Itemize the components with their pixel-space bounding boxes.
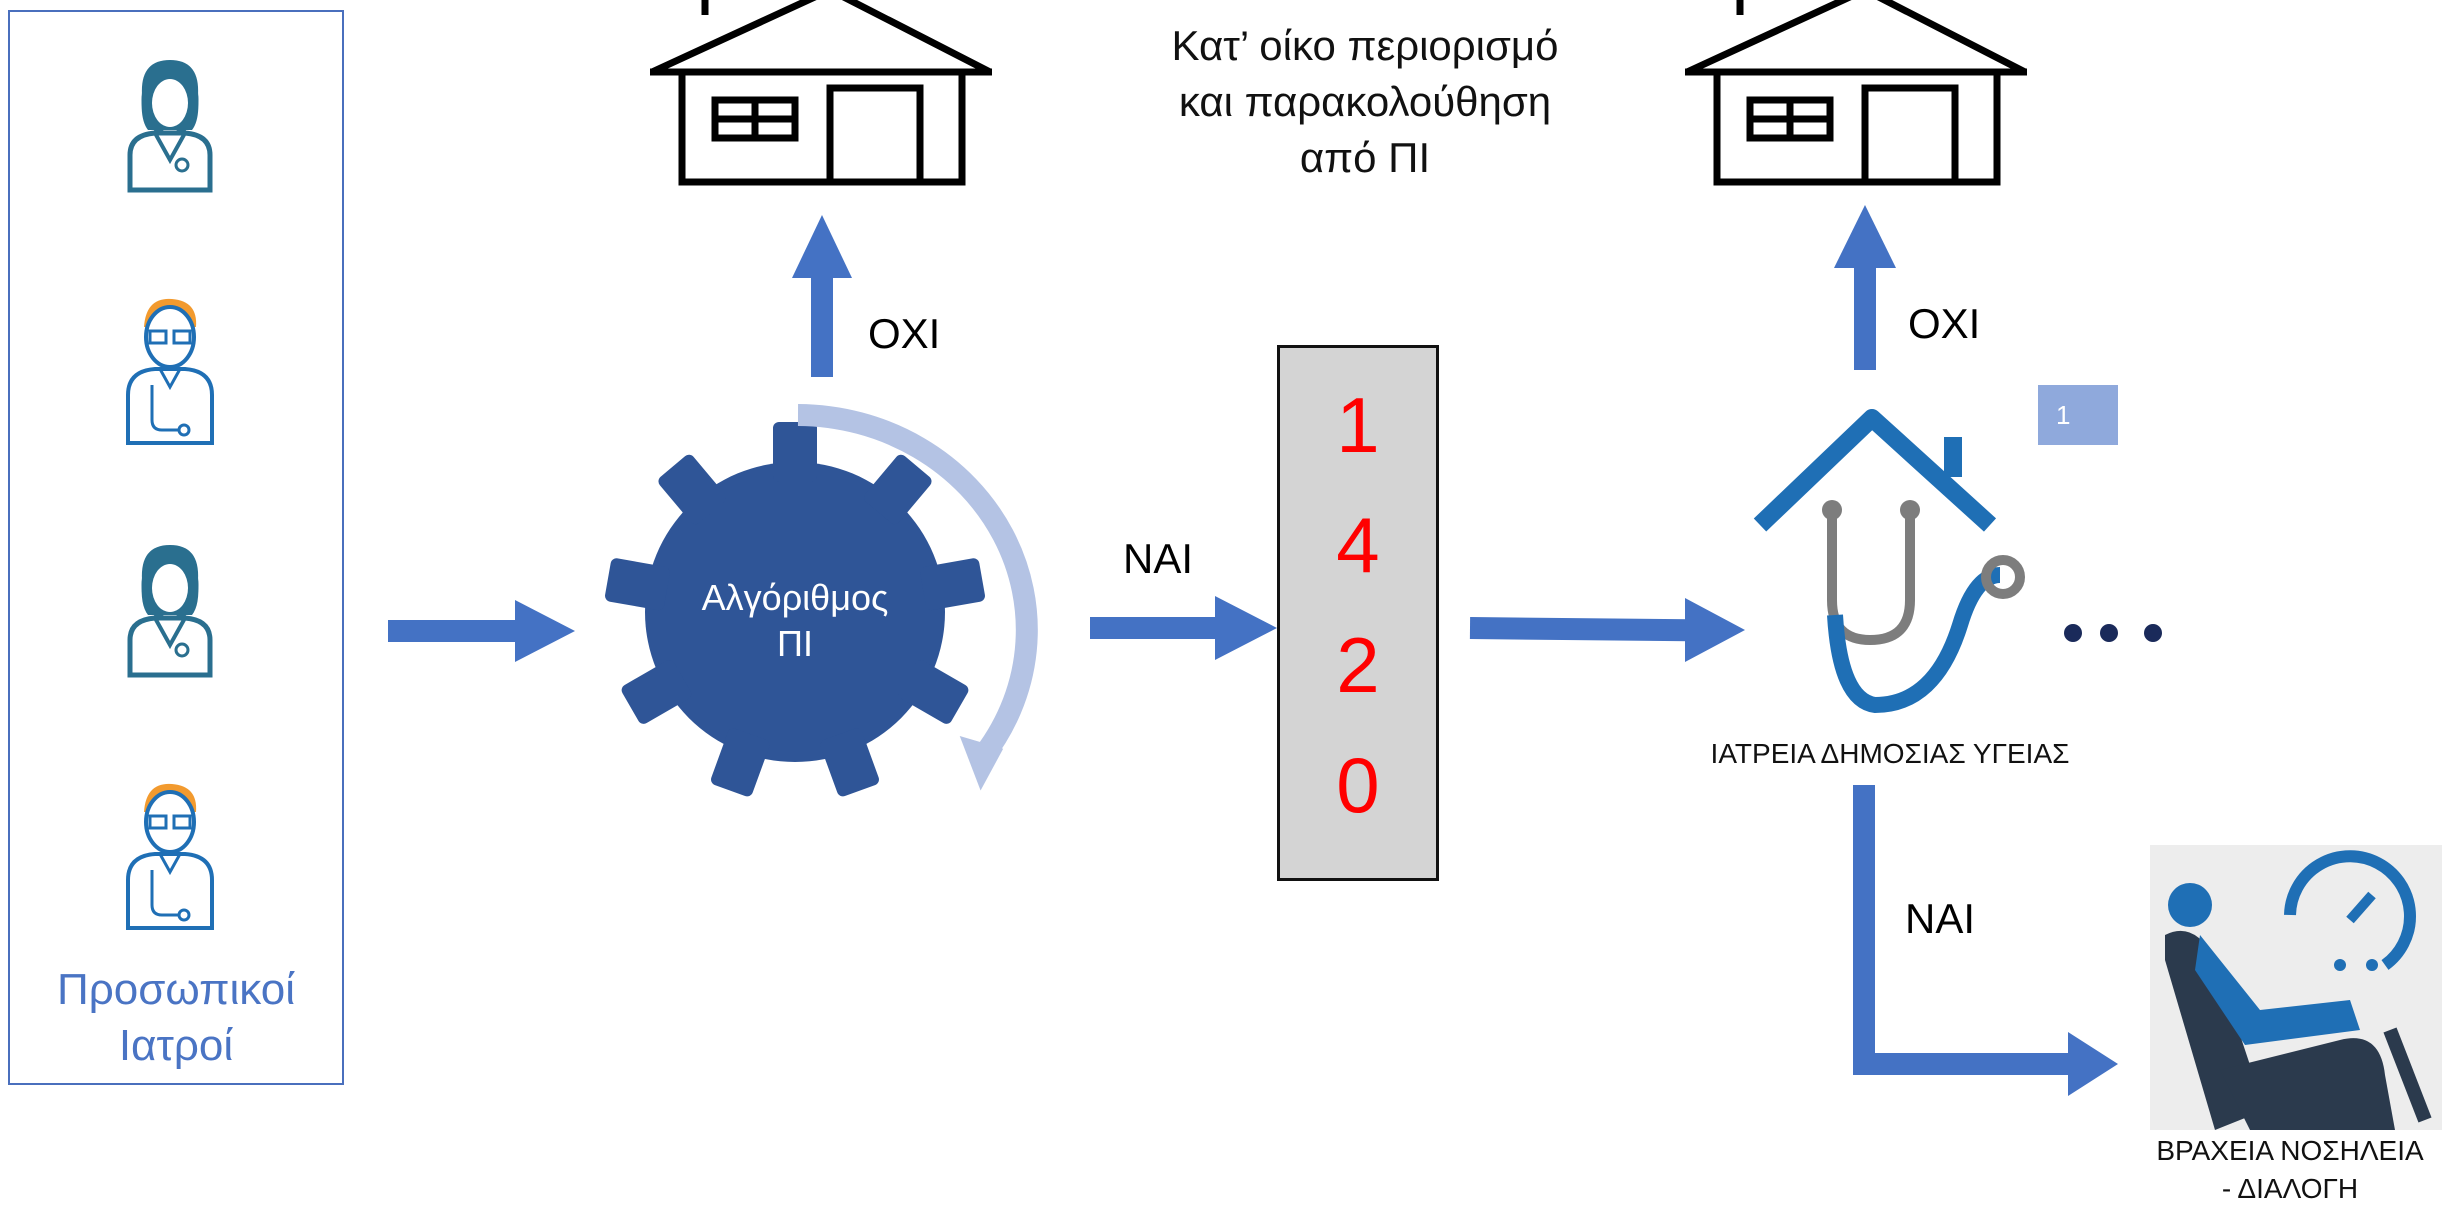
male-doctor-icon — [126, 783, 214, 930]
short-hospitalization-label: ΒΡΑΧΕΙΑ ΝΟΣΗΛΕΙΑ - ΔΙΑΛΟΓΗ — [2135, 1132, 2445, 1208]
arrow-clinic-to-home — [1834, 205, 1896, 370]
slide-number-badge: 1 — [2038, 385, 2118, 445]
no-label-right: ΟΧΙ — [1908, 300, 1981, 347]
algorithm-label: Αλγόριθμος ΠΙ — [655, 575, 935, 667]
algorithm-label-line1: Αλγόριθμος — [701, 577, 889, 618]
caption-line2: και παρακολούθηση — [1178, 78, 1552, 125]
code-digit: 1 — [1336, 381, 1380, 469]
code-digit: 0 — [1336, 741, 1380, 829]
arrow-doctors-to-algorithm — [388, 600, 575, 662]
doctors-label-line2: Ιατροί — [118, 1021, 234, 1070]
house-icon — [1685, 0, 2027, 186]
algorithm-label-line2: ΠΙ — [777, 623, 813, 664]
yes-label-bottom: ΝΑΙ — [1905, 895, 1976, 942]
caption-line3: από ΠΙ — [1299, 134, 1431, 181]
house-icon — [650, 0, 992, 186]
code-digit: 2 — [1336, 621, 1380, 709]
gear-icon — [605, 422, 985, 797]
arrow-algorithm-to-home — [792, 215, 852, 377]
arrow-code-to-clinic — [1469, 598, 1745, 662]
caption-line1: Κατ’ οίκο περιορισμό — [1171, 22, 1559, 69]
male-doctor-icon — [126, 298, 214, 445]
yes-label-middle: ΝΑΙ — [1123, 535, 1194, 582]
doctors-label-line1: Προσωπικοί — [56, 965, 295, 1014]
hospital-label-line1: ΒΡΑΧΕΙΑ ΝΟΣΗΛΕΙΑ — [2156, 1135, 2424, 1166]
code-digit: 4 — [1336, 501, 1380, 589]
female-doctor-icon — [127, 545, 213, 678]
more-dots-icon — [2064, 624, 2162, 642]
personal-doctors-label: Προσωπικοί Ιατροί — [8, 962, 344, 1074]
no-label-left: ΟΧΙ — [868, 310, 941, 357]
hospital-chair-icon — [2150, 845, 2442, 1130]
public-health-clinics-label: ΙΑΤΡΕΙΑ ΔΗΜΟΣΙΑΣ ΥΓΕΙΑΣ — [1710, 738, 2070, 769]
home-isolation-caption: Κατ’ οίκο περιορισμό και παρακολούθηση α… — [1125, 18, 1605, 186]
arrow-algorithm-to-code — [1090, 596, 1277, 660]
cycle-arrow-icon — [797, 404, 1038, 791]
code-1420-box: 1 4 2 0 — [1277, 345, 1439, 881]
hospital-label-line2: - ΔΙΑΛΟΓΗ — [2221, 1173, 2359, 1204]
female-doctor-icon — [127, 60, 213, 193]
arrow-clinic-to-hospital — [1853, 785, 2118, 1096]
personal-doctors-panel — [8, 10, 344, 1085]
clinic-stethoscope-icon — [1753, 409, 2025, 714]
